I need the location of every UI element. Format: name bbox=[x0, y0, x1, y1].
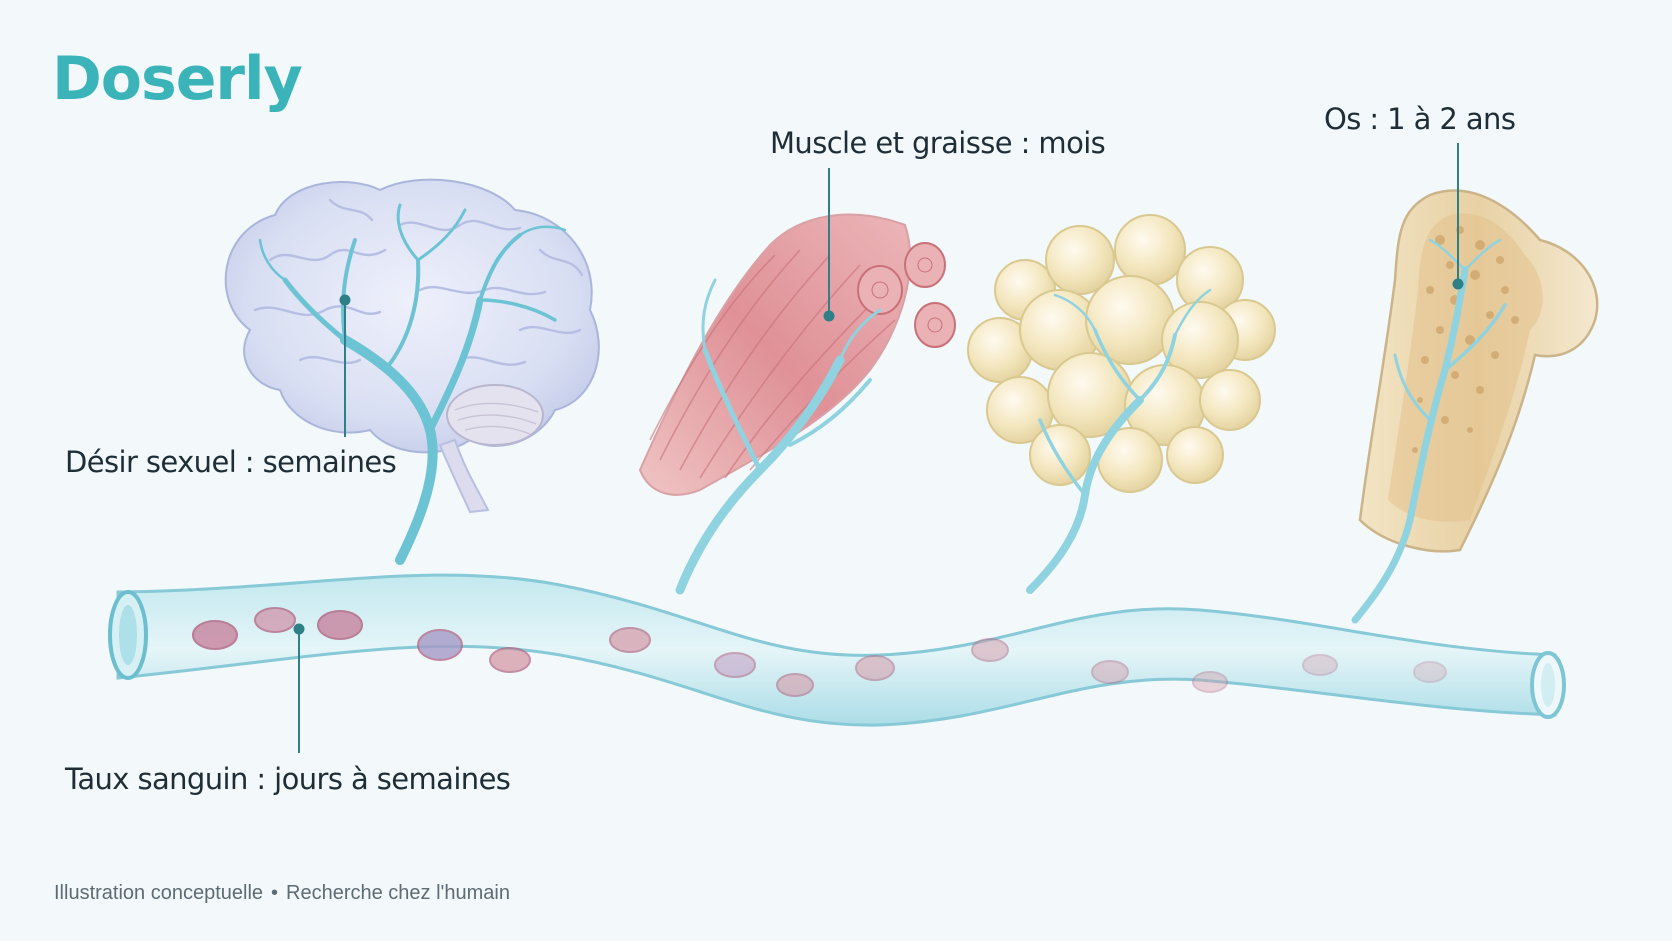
bone-icon bbox=[1351, 189, 1599, 624]
label-blood: Taux sanguin : jours à semaines bbox=[65, 762, 511, 796]
red-blood-cell-icon bbox=[192, 607, 1447, 697]
muscle-icon bbox=[638, 213, 956, 595]
leader-lines bbox=[293, 143, 1464, 753]
footer-left: Illustration conceptuelle bbox=[54, 882, 264, 904]
blood-vessel-icon bbox=[108, 573, 1566, 727]
fat-cells-icon bbox=[967, 214, 1276, 594]
muscle-fiber-ends bbox=[857, 242, 956, 348]
brain-icon bbox=[224, 178, 600, 565]
footer-separator: • bbox=[271, 882, 279, 904]
footer-caption: Illustration conceptuelle • Recherche chez… bbox=[54, 882, 510, 905]
brand-logo: Doserly bbox=[52, 44, 303, 114]
label-muscle-fat: Muscle et graisse : mois bbox=[770, 126, 1106, 160]
footer-right: Recherche chez l'humain bbox=[286, 882, 510, 904]
label-bone: Os : 1 à 2 ans bbox=[1324, 102, 1516, 136]
label-libido: Désir sexuel : semaines bbox=[65, 445, 397, 479]
